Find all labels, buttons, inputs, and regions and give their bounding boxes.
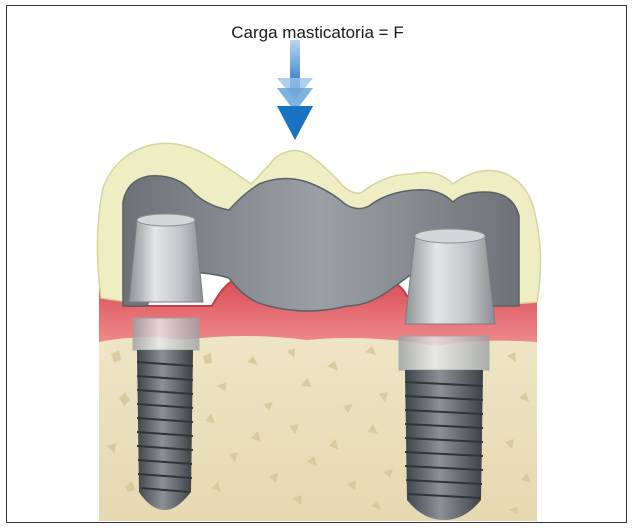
load-arrow bbox=[277, 40, 313, 140]
left-abutment bbox=[129, 214, 203, 302]
left-implant-collar bbox=[133, 318, 199, 350]
left-implant bbox=[137, 350, 193, 510]
implant-bridge-illustration bbox=[7, 6, 628, 524]
right-implant bbox=[405, 370, 483, 520]
right-implant-collar bbox=[399, 336, 489, 370]
figure-frame: Carga masticatoria = F bbox=[6, 5, 627, 523]
right-abutment bbox=[405, 229, 495, 324]
